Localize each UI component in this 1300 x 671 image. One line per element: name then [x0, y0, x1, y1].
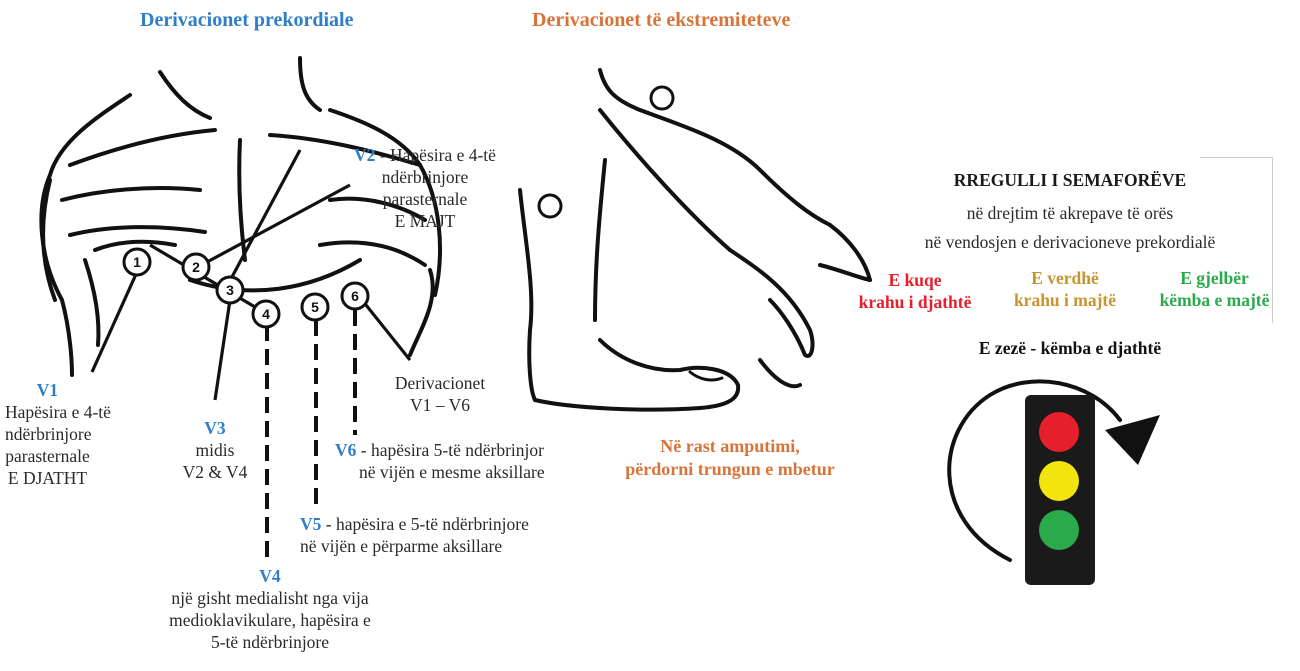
limb-title: Derivacionet të ekstremiteteve [532, 8, 790, 33]
v5-label: V5 - hapësira e 5-të ndërbrinjore në vij… [300, 514, 529, 558]
yellow-electrode-rule: E verdhë krahu i majtë [995, 268, 1135, 312]
v6-code: V6 [335, 440, 356, 460]
v6-line-1: hapësira 5-të ndërbrinjor [371, 440, 544, 460]
v2-line-1: Hapësira e 4-të [390, 145, 496, 165]
traffic-rule-line-2: në vendosjen e derivacioneve prekordialë [875, 232, 1265, 254]
torso-lower-left [85, 260, 98, 345]
derivacionet-line-2: V1 – V6 [410, 395, 470, 415]
green-electrode-rule: E gjelbër këmba e majtë [1142, 268, 1287, 312]
v2-line-2: ndërbrinjore [382, 167, 469, 187]
torso-ribs-right-2 [320, 242, 425, 265]
red-color-label: E kuqe [888, 270, 941, 290]
v5-code: V5 [300, 514, 321, 534]
green-color-label: E gjelbër [1180, 268, 1249, 288]
v4-label: V4 një gisht medialisht nga vija mediokl… [130, 566, 410, 654]
foot-toes [690, 372, 722, 380]
arm-electrode [651, 87, 673, 109]
torso-ribs-1 [62, 188, 200, 200]
electrode-5: 5 [302, 294, 328, 320]
precordial-title: Derivacionet prekordiale [140, 8, 353, 33]
v4-code: V4 [259, 566, 280, 586]
electrode-3: 3 [217, 277, 243, 303]
hand-thumb [760, 360, 800, 386]
v1-line-3: parasternale [5, 446, 90, 466]
v3-line-1: midis [196, 440, 235, 460]
traffic-light-yellow [1039, 461, 1079, 501]
svg-text:5: 5 [311, 299, 319, 315]
red-electrode-rule: E kuqe krahu i djathtë [840, 270, 990, 314]
v2-code: V2 [354, 145, 375, 165]
v2-line-3: parasternale [383, 189, 468, 209]
red-place-label: krahu i djathtë [859, 292, 972, 312]
svg-text:1: 1 [133, 254, 141, 270]
v1-code: V1 [37, 380, 58, 400]
v1-line-4: E DJATHT [8, 468, 87, 488]
yellow-place-label: krahu i majtë [1014, 290, 1116, 310]
v3-line-2: V2 & V4 [183, 462, 248, 482]
torso-clavicle-left [70, 130, 215, 165]
traffic-light-graphic [949, 381, 1160, 585]
svg-text:3: 3 [226, 282, 234, 298]
amputation-line-2: përdorni trungun e mbetur [625, 459, 835, 479]
traffic-light-red [1039, 412, 1079, 452]
v1-line-2: ndërbrinjore [5, 424, 92, 444]
yellow-color-label: E verdhë [1031, 268, 1099, 288]
svg-text:4: 4 [262, 306, 270, 322]
derivacionet-label: Derivacionet V1 – V6 [385, 373, 495, 417]
traffic-rule-line-1: në drejtim të akrepave të orës [900, 203, 1240, 225]
traffic-rule-title: RREGULLI I SEMAFORËVE [900, 170, 1240, 192]
leg-electrode [539, 195, 561, 217]
arm-lower-edge [600, 110, 730, 250]
v4-line-2: medioklavikulare, hapësira e [169, 610, 371, 630]
foot-sole [535, 340, 738, 410]
electrode-4: 4 [253, 301, 279, 327]
torso-left-shoulder [41, 95, 130, 375]
v6-line-2: në vijën e mesme aksillare [335, 462, 545, 482]
v2-label: V2 - Hapësira e 4-të ndërbrinjore parast… [325, 145, 525, 233]
torso-neck-left [160, 72, 210, 118]
amputation-line-1: Në rast amputimi, [660, 436, 799, 456]
green-place-label: këmba e majtë [1160, 290, 1270, 310]
v6-label: V6 - hapësira 5-të ndërbrinjor në vijën … [335, 440, 545, 484]
torso-ribs-2 [70, 227, 205, 235]
v3-label: V3 midis V2 & V4 [160, 418, 270, 484]
arm-upper-edge [600, 70, 830, 225]
v5-line-2: në vijën e përparme aksillare [300, 536, 502, 556]
torso-neck-right [300, 58, 320, 110]
leg-back [595, 160, 605, 320]
electrode-2: 2 [183, 254, 209, 280]
amputation-note: Në rast amputimi, përdorni trungun e mbe… [575, 435, 885, 480]
v5-line-1: hapësira e 5-të ndërbrinjore [336, 514, 529, 534]
electrode-6: 6 [342, 283, 368, 309]
traffic-light-green [1039, 510, 1079, 550]
v1-label: V1 Hapësira e 4-të ndërbrinjore paraster… [5, 380, 90, 489]
torso-lower-right [410, 270, 433, 355]
svg-text:2: 2 [192, 259, 200, 275]
v4-line-3: 5-të ndërbrinjore [211, 632, 329, 652]
derivacionet-line-1: Derivacionet [395, 373, 485, 393]
clockwise-arrow-head [1105, 415, 1160, 465]
v4-line-1: një gisht medialisht nga vija [171, 588, 368, 608]
black-electrode-rule: E zezë - këmba e djathtë [920, 338, 1220, 360]
electrode-1: 1 [124, 249, 150, 275]
hand-fingers [730, 250, 812, 356]
torso-costal-arch [190, 260, 360, 290]
v3-code: V3 [204, 418, 225, 438]
v1-line-1: Hapësira e 4-të [5, 402, 111, 422]
limb-drawing [520, 70, 870, 410]
v2-line-4: E MAJT [395, 211, 456, 231]
svg-text:6: 6 [351, 288, 359, 304]
